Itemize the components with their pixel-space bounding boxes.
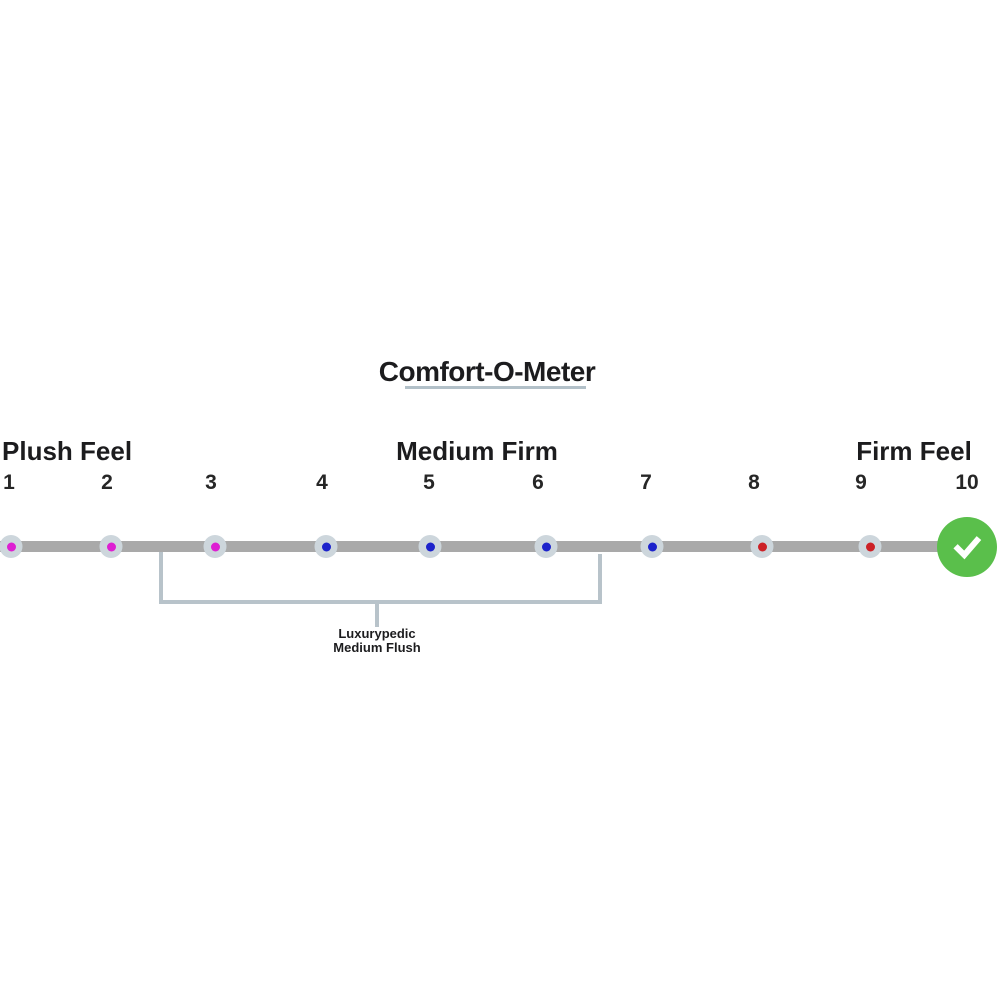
checkmark-icon — [953, 536, 982, 560]
scale-dot-4 — [314, 535, 338, 558]
scale-dot-7 — [640, 535, 664, 558]
title-underline — [405, 386, 586, 389]
zone-label-plush-feel: Plush Feel — [2, 436, 133, 466]
scale-number-7: 7 — [640, 471, 652, 494]
bracket-stem-line — [375, 604, 379, 627]
zone-label-firm-feel: Firm Feel — [856, 436, 972, 466]
product-annotation-line2: Medium Flush — [333, 639, 421, 655]
scale-dot-core — [321, 542, 331, 551]
scale-number-1: 1 — [3, 471, 15, 494]
scale-dot-9 — [858, 535, 882, 558]
scale-dot-core — [865, 542, 875, 551]
scale-dot-core — [6, 542, 16, 551]
scale-number-10: 10 — [955, 471, 979, 494]
bracket-right-line — [598, 554, 602, 604]
scale-dot-3 — [203, 535, 227, 558]
scale-dot-8 — [750, 535, 774, 558]
scale-dot-6 — [534, 535, 558, 558]
scale-dot-core — [647, 542, 657, 551]
bracket-left-line — [159, 552, 163, 604]
scale-number-9: 9 — [855, 471, 867, 494]
scale-dot-2 — [99, 535, 123, 558]
scale-dot-core — [757, 542, 767, 551]
scale-bar — [0, 541, 970, 552]
bracket-bottom-line — [159, 600, 602, 604]
scale-number-6: 6 — [532, 471, 544, 494]
zone-label-medium-firm: Medium Firm — [396, 436, 558, 466]
firmness-check-marker — [937, 517, 997, 577]
product-annotation-line1: Luxurypedic — [338, 626, 416, 641]
scale-dot-5 — [418, 535, 442, 558]
scale-dot-core — [425, 542, 435, 551]
scale-dot-core — [210, 542, 220, 551]
scale-dot-core — [541, 542, 551, 551]
scale-number-4: 4 — [316, 471, 328, 494]
scale-number-8: 8 — [748, 471, 760, 494]
scale-number-3: 3 — [205, 471, 217, 494]
scale-number-2: 2 — [101, 471, 113, 494]
page-title: Comfort-O-Meter — [378, 356, 596, 387]
scale-number-5: 5 — [423, 471, 435, 494]
product-annotation: Luxurypedic Medium Flush — [333, 627, 420, 654]
scale-dot-core — [106, 542, 116, 551]
scale-dot-1 — [0, 535, 23, 558]
